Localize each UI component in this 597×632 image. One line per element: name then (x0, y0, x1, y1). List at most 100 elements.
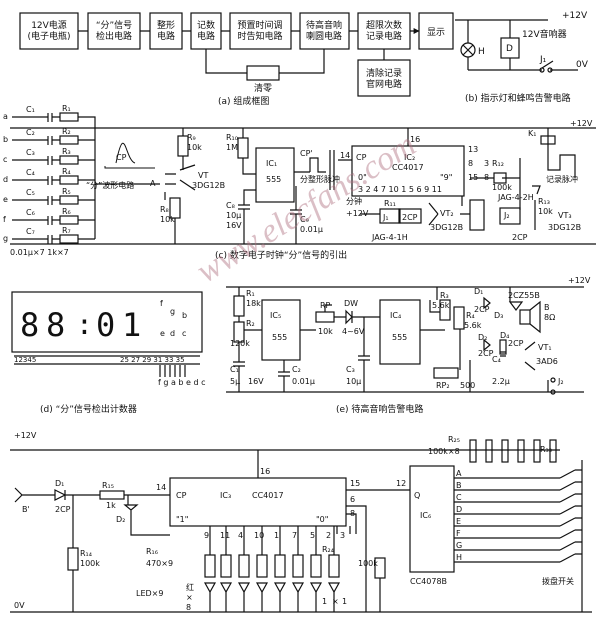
segment-f: f (160, 299, 163, 308)
ic2-cp: CP (356, 153, 367, 162)
bottom-pin-3: 3 (340, 531, 345, 540)
pulse-label: 分整形脉冲 (300, 174, 340, 184)
block-record: 超限次数记录电路 (366, 19, 402, 42)
block-display: 显示 (427, 27, 445, 38)
caption-a: (a) 组成框图 (218, 95, 269, 107)
cap-c1: C₁ (26, 105, 35, 114)
signal-label: “分”波形电路 (86, 180, 134, 190)
bottom-d2: D₂ (116, 515, 125, 524)
ic1-label: IC₁ (266, 159, 277, 168)
bottom-pin-8: 8 (350, 509, 355, 518)
bottom-quote-1: "1" (176, 515, 188, 524)
res-r6: R₆ (62, 207, 71, 216)
bottom-r16: R₁₆ (146, 547, 158, 556)
e-d4: D₄ (500, 331, 509, 340)
pin-14: 14 (340, 151, 350, 160)
e-rp-value: 10k (318, 327, 333, 336)
bottom-pin-1: 1 (274, 531, 279, 540)
e-c2: C₂ (292, 365, 301, 374)
e-r2: R₂ (246, 319, 255, 328)
e-d4-value: 2CP (508, 339, 524, 348)
e-j2: J₂ (557, 377, 564, 386)
bottom-ic3: IC₃ (220, 491, 231, 500)
ic1-part: 555 (266, 175, 281, 184)
e-r3-value: 5.6k (432, 301, 450, 310)
pin-8b: 8 (484, 173, 489, 182)
res-r2: R₂ (62, 127, 71, 136)
e-vt1-part: 3AD6 (536, 357, 558, 366)
segment-b: b (182, 311, 187, 320)
e-r1-value: 18k (246, 299, 261, 308)
e-r1: R₁ (246, 289, 255, 298)
input-d: d (3, 175, 8, 184)
bottom-pin-15: 15 (350, 479, 360, 488)
e-vt1: VT₁ (538, 343, 552, 352)
res-r4: R₄ (62, 167, 71, 176)
display-digit-3: 0 (96, 306, 115, 344)
e-c3: C₃ (346, 365, 355, 374)
b-lamp: H (478, 47, 485, 57)
bottom-led: LED×9 (136, 589, 163, 598)
e-d2-value: 2CP (478, 349, 494, 358)
display-bottom-label: f g a b e d c (158, 378, 206, 387)
bottom-in-d: D (456, 505, 462, 514)
bottom-led-one-x: × (332, 597, 339, 606)
point-a: A (150, 179, 156, 188)
bottom-ic6: IC₆ (420, 511, 431, 520)
bottom-r24: R₂₄ (322, 545, 334, 554)
bottom-in-b: B (456, 481, 462, 490)
bottom-in-a: A (456, 469, 462, 478)
bottom-in-e: E (456, 517, 461, 526)
r10-label: R₁₀ (226, 133, 238, 142)
input-b: b (3, 135, 8, 144)
r12-label: R₁₂ (492, 159, 504, 168)
cap-c5: C₅ (26, 188, 35, 197)
caption-e: (e) 待高音响告警电路 (336, 403, 423, 415)
bottom-led-x: × (186, 593, 193, 602)
bottom-pin-14: 14 (156, 483, 166, 492)
r8-value: 10k (160, 215, 175, 224)
bottom-ic3-cp: CP (176, 491, 187, 500)
bottom-in-h: H (456, 553, 462, 562)
e-d3-value: 2CZ55B (508, 291, 540, 300)
e-ic4-part: 555 (392, 333, 407, 342)
quote-9: "9" (440, 173, 452, 182)
bottom-quote-0: "0" (316, 515, 328, 524)
counter-display (11, 291, 203, 377)
bottom-ic6-part: CC4078B (410, 577, 447, 586)
segment-d: d (170, 329, 175, 338)
segment-e: e (160, 329, 165, 338)
ic2-pins: 3 2 4 7 10 1 5 6 9 11 (358, 185, 442, 194)
r8-label: R₈ (160, 205, 169, 214)
e-d1-value: 2CP (474, 305, 490, 314)
caption-c: (c) 数字电子时钟“分”信号的引出 (215, 249, 347, 261)
block-preset: 预置时间调时告知电路 (237, 19, 282, 42)
e-d3: D₃ (494, 311, 503, 320)
block-power: 12V电源(电子电瓶) (27, 19, 70, 42)
block-diagram (19, 12, 454, 97)
r9-value: 10k (187, 143, 202, 152)
bottom-pin-12: 12 (396, 479, 406, 488)
cp-label: CP (116, 153, 127, 162)
block-alarm: 待高音响喇圆电路 (306, 19, 342, 42)
min-label: 分钟 (346, 196, 362, 206)
input-e: e (3, 195, 8, 204)
e-c4: C₄ (492, 355, 501, 364)
r12-value: 100k (492, 183, 512, 192)
pickup-circuit (10, 112, 596, 245)
e-d2: D₂ (478, 333, 487, 342)
display-colon: : (76, 308, 93, 341)
c8-voltage: 16V (226, 221, 242, 230)
block-counter: 记数电路 (197, 19, 215, 42)
r13-value: 10k (538, 207, 553, 216)
res-r5: R₅ (62, 187, 71, 196)
bottom-pin-4: 4 (238, 531, 243, 540)
vt1-label: VT (198, 171, 208, 180)
vt2-part: 3DG12B (430, 223, 463, 232)
indicator-circuit (455, 19, 578, 73)
display-digit-1: 8 (20, 306, 39, 344)
bottom-circuit (10, 439, 592, 613)
segment-g: g (170, 307, 175, 316)
bottom-ground: 0V (14, 601, 25, 610)
bottom-pin-11: 11 (220, 531, 230, 540)
